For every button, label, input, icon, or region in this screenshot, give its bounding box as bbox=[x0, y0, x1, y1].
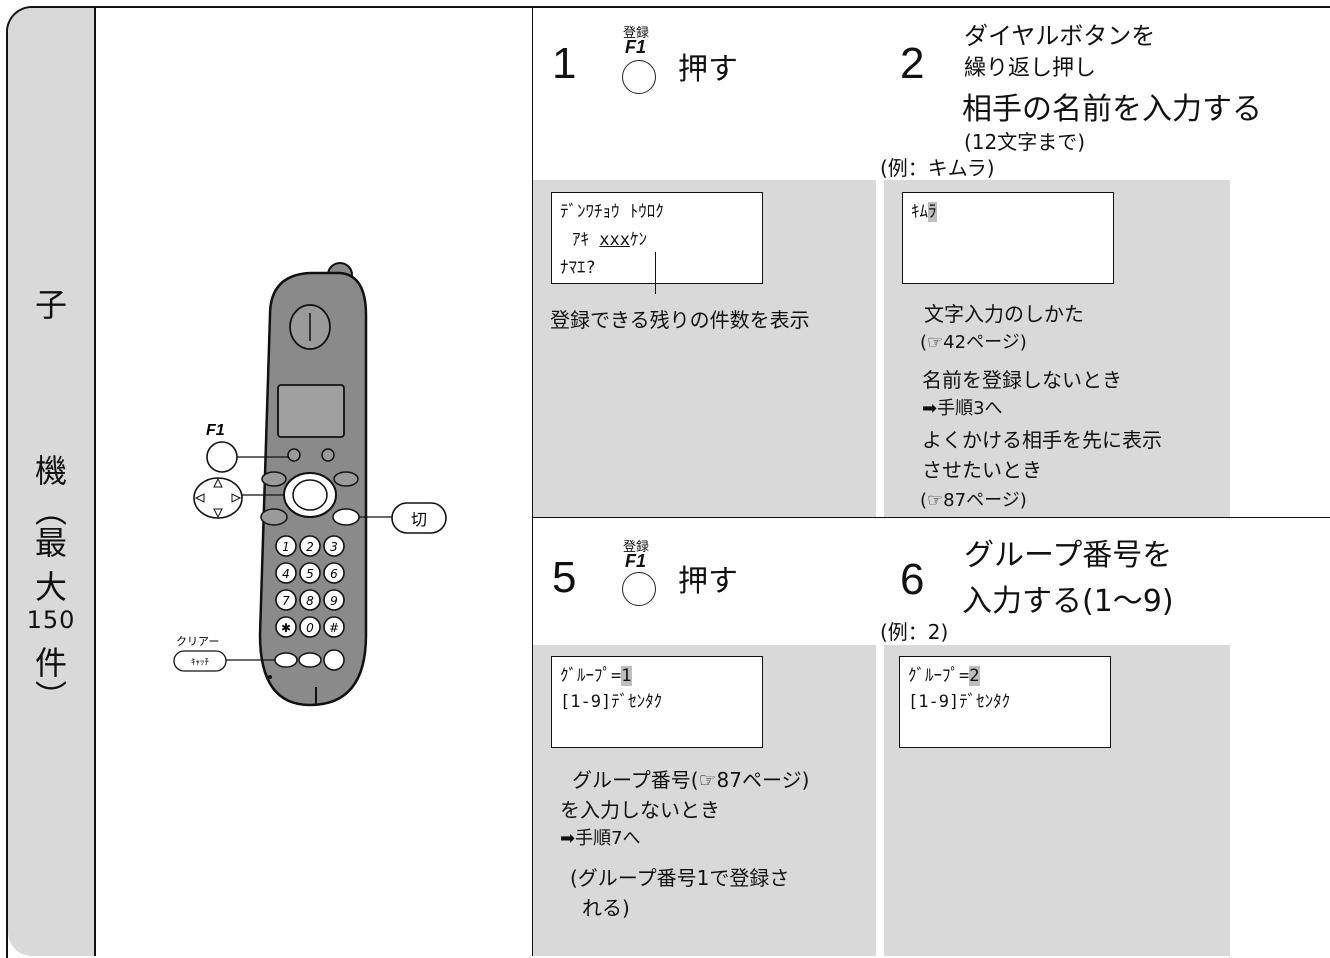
lcd-line: ｷﾑﾗ bbox=[911, 202, 937, 222]
key-label: # bbox=[329, 621, 339, 635]
sidebar: 子 機 ︵ 最 大 150 件 ︶ bbox=[8, 8, 96, 956]
note-line: (☞42ページ) bbox=[920, 332, 1027, 353]
lcd-line: ﾅﾏｴ? bbox=[560, 258, 596, 278]
key-label: 9 bbox=[330, 594, 338, 608]
row-divider bbox=[532, 517, 1330, 518]
note-line: 名前を登録しないとき bbox=[922, 368, 1122, 392]
note-line: れる) bbox=[582, 896, 630, 920]
sidebar-char: 最 bbox=[34, 524, 67, 562]
step-instruction: グループ番号を bbox=[964, 538, 1173, 573]
step-number: 5 bbox=[552, 553, 577, 602]
register-label: 登録 bbox=[623, 26, 650, 41]
kiri-label: 切 bbox=[411, 510, 427, 529]
sidebar-char: ︶ bbox=[34, 678, 67, 716]
handset-illustration: 1 2 3 4 5 6 7 8 9 ✱ 0 # F1 切 クリアー ｷｬｯﾁ bbox=[173, 262, 447, 707]
key-label: 4 bbox=[282, 567, 290, 581]
step-number: 1 bbox=[552, 39, 577, 88]
step-note: (12文字まで) bbox=[964, 130, 1086, 154]
note-line: ➡手順3へ bbox=[922, 398, 1003, 419]
lcd-line: [1-9]ﾃﾞｾﾝﾀｸ bbox=[908, 692, 1011, 712]
page-frame bbox=[6, 6, 1330, 958]
lcd-line: [1-9]ﾃﾞｾﾝﾀｸ bbox=[560, 692, 663, 712]
step-action: 押す bbox=[678, 52, 738, 87]
note-line: (グループ番号1で登録さ bbox=[570, 866, 790, 890]
register-label: 登録 bbox=[623, 540, 650, 555]
key-label: 8 bbox=[306, 594, 314, 608]
note-line: ➡手順7へ bbox=[560, 828, 641, 849]
f1-label: F1 bbox=[625, 37, 647, 57]
lcd-line: ｸﾞﾙｰﾌﾟ=2 bbox=[908, 666, 980, 686]
key-label: 7 bbox=[282, 594, 290, 608]
step-instruction: 相手の名前を入力する bbox=[962, 92, 1262, 127]
note-line: 文字入力のしかた bbox=[924, 302, 1084, 326]
note-line: よくかける相手を先に表示 bbox=[922, 428, 1162, 452]
note-line: グループ番号(☞87ページ) bbox=[572, 768, 810, 792]
column-divider bbox=[532, 8, 533, 956]
step-instruction: 繰り返し押し bbox=[964, 56, 1097, 81]
key-label: 5 bbox=[306, 567, 314, 581]
f1-label: F1 bbox=[625, 551, 647, 571]
note-line: させたいとき bbox=[922, 458, 1042, 482]
key-label: 1 bbox=[282, 540, 290, 554]
step-number: 2 bbox=[900, 39, 925, 88]
f1-button-icon bbox=[622, 60, 656, 94]
f1-button-icon bbox=[622, 572, 656, 606]
step-action: 押す bbox=[678, 564, 738, 599]
lcd-display: ｷﾑﾗ bbox=[902, 192, 1114, 284]
key-label: 0 bbox=[306, 621, 314, 635]
sidebar-char: 件 bbox=[34, 644, 67, 682]
key-label: 3 bbox=[330, 540, 338, 554]
lcd-line: ﾃﾞﾝﾜﾁｮｳ ﾄｳﾛｸ bbox=[560, 202, 664, 222]
step-example: (例：キムラ) bbox=[880, 156, 995, 180]
key-label: 2 bbox=[306, 540, 314, 554]
lcd-display: ｸﾞﾙｰﾌﾟ=2 [1-9]ﾃﾞｾﾝﾀｸ bbox=[899, 656, 1111, 748]
f1-label: F1 bbox=[206, 422, 225, 439]
lcd-display: ﾃﾞﾝﾜﾁｮｳ ﾄｳﾛｸ ｱｷ xxxｹﾝ ﾅﾏｴ? bbox=[551, 192, 763, 284]
step-example: (例：2) bbox=[880, 620, 949, 644]
lcd-line: ｸﾞﾙｰﾌﾟ=1 bbox=[560, 666, 632, 686]
lcd-line: ｱｷ xxxｹﾝ bbox=[572, 230, 647, 250]
lcd-note: 登録できる残りの件数を表示 bbox=[550, 308, 810, 332]
callout-line bbox=[655, 252, 656, 294]
catch-label: ｷｬｯﾁ bbox=[191, 657, 210, 668]
sidebar-char: 大 bbox=[34, 568, 67, 606]
sidebar-number: 150 bbox=[26, 606, 76, 634]
step-instruction: 入力する(1～9) bbox=[962, 584, 1174, 619]
lcd-display: ｸﾞﾙｰﾌﾟ=1 [1-9]ﾃﾞｾﾝﾀｸ bbox=[551, 656, 763, 748]
step-number: 6 bbox=[900, 555, 925, 604]
note-line: (☞87ページ) bbox=[920, 490, 1027, 511]
key-label: 6 bbox=[330, 567, 338, 581]
key-label: ✱ bbox=[281, 621, 291, 635]
clear-label: クリアー bbox=[176, 635, 219, 648]
note-line: を入力しないとき bbox=[560, 798, 720, 822]
sidebar-char: ︵ bbox=[34, 492, 67, 530]
sidebar-char: 子 bbox=[34, 286, 67, 324]
sidebar-char: 機 bbox=[34, 452, 67, 490]
step-instruction: ダイヤルボタンを bbox=[964, 22, 1156, 50]
